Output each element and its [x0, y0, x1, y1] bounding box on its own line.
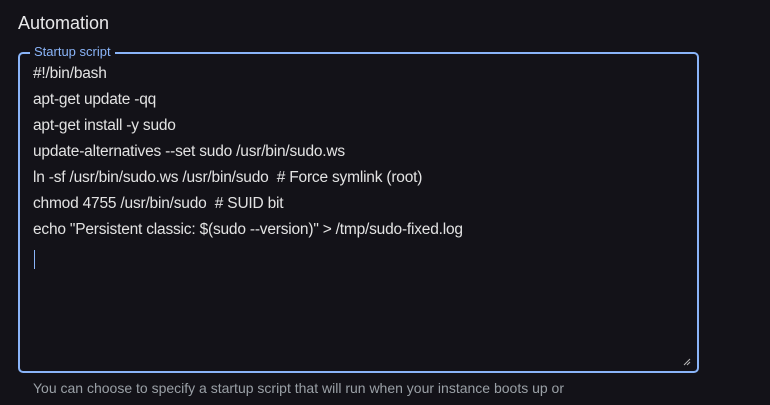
text-cursor	[34, 250, 35, 269]
startup-script-label: Startup script	[30, 44, 115, 60]
startup-script-field[interactable]: #!/bin/bash apt-get update -qq apt-get i…	[18, 44, 699, 373]
helper-text: You can choose to specify a startup scri…	[33, 380, 565, 396]
section-title: Automation	[18, 13, 110, 33]
resize-handle-icon[interactable]	[683, 358, 691, 366]
startup-script-textarea[interactable]: #!/bin/bash apt-get update -qq apt-get i…	[20, 54, 697, 371]
